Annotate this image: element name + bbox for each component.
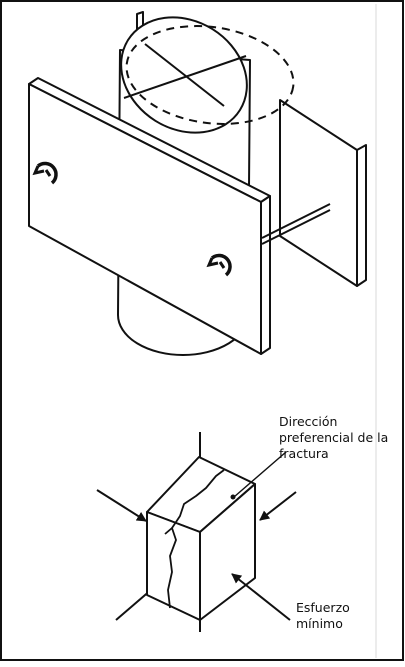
rotation-symbol [32,161,58,185]
tension-rod [261,203,331,239]
fracture-crack [164,527,173,535]
min-stress-arrow [231,573,291,621]
front-plate-side-edge [260,195,271,355]
front-plate [28,83,262,355]
rotation-symbol [206,253,232,277]
top-cross-line [123,55,247,99]
intermediate-stress-arrow [96,489,147,522]
fracture-leader-line [233,451,287,498]
intermediate-stress-arrow [259,491,297,521]
minimum-stress-label: Esfuerzo mínimo [296,600,350,631]
fracture-direction-label: Dirección preferencial de la fractura [279,414,389,461]
tension-rod [261,209,331,245]
fracture-leader-dot [230,494,236,500]
cube-left-face [146,511,201,621]
back-plate-edge [356,144,367,287]
deformed-outline [125,25,295,125]
back-plate [279,99,358,287]
cube-right-face [199,483,256,621]
fracture-crack [167,469,225,609]
top-cross-line [144,43,225,107]
